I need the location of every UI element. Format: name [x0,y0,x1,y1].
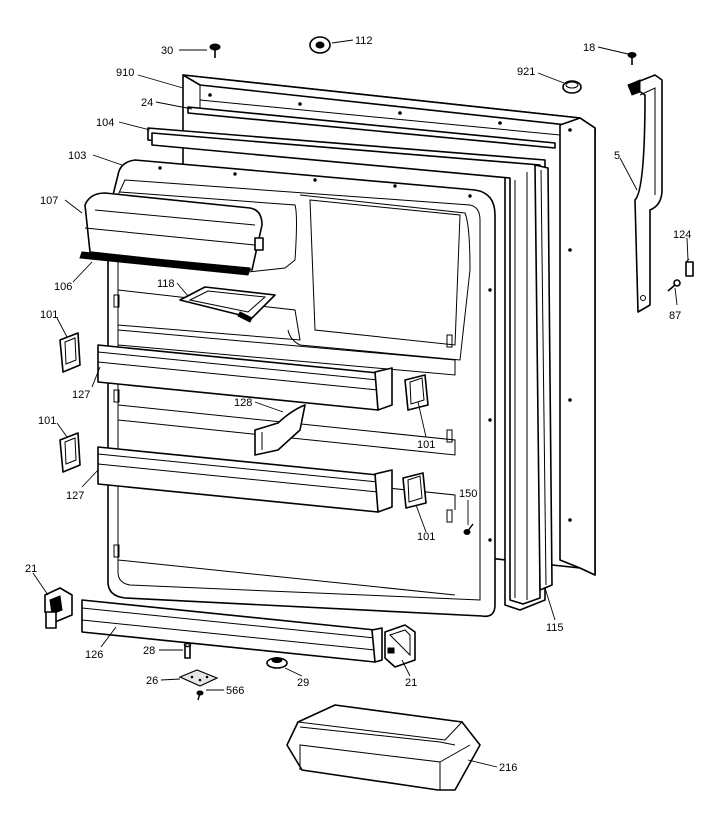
shelf-divider [254,404,306,456]
door-shelf-bar-lower [97,446,393,513]
foot-29 [266,657,288,669]
callout-127-lower: 127 [66,490,84,502]
callout-115: 115 [546,622,564,634]
callout-118: 118 [157,278,175,290]
screw-30 [209,43,221,58]
hinge-bushing-112 [309,36,331,54]
callout-24: 24 [141,97,153,109]
callout-124: 124 [673,229,691,241]
callout-128: 128 [234,397,252,409]
callout-26: 26 [146,675,158,687]
callout-21-right: 21 [405,677,417,689]
callout-labels: 30 112 18 910 921 24 104 103 5 107 124 1… [25,35,691,774]
callout-101-left-lower: 101 [38,415,56,427]
callout-29: 29 [297,677,309,689]
callout-216: 216 [499,762,517,774]
callout-126: 126 [85,649,103,661]
callout-104: 104 [96,117,114,129]
callout-101-left-upper: 101 [40,309,58,321]
door-bin-216 [286,704,481,791]
screw-150 [463,523,474,535]
callout-107: 107 [40,195,58,207]
door-trim-strip [187,106,556,149]
shelf-bracket-right-lower [402,472,427,509]
callout-910: 910 [116,67,134,79]
callout-127-upper: 127 [72,389,90,401]
screw-87 [667,279,681,292]
bracket-124 [685,258,694,277]
door-stop-arm [627,74,663,313]
callout-101-right-upper: 101 [417,439,435,451]
shelf-bracket-left-upper [59,332,81,373]
screw-566 [196,690,204,701]
bottom-rail-126 [81,599,383,663]
hinge-21-left [44,587,73,629]
callout-566: 566 [226,685,244,697]
callout-106: 106 [54,281,72,293]
callout-18: 18 [583,42,595,54]
dairy-door-frame [79,251,251,276]
callout-112: 112 [355,35,373,47]
shelf-bracket-left-lower [59,432,81,473]
callout-30: 30 [161,45,173,57]
callout-103: 103 [68,150,86,162]
hinge-21-right [384,624,416,668]
callout-28: 28 [143,645,155,657]
callout-21-left: 21 [25,563,37,575]
callout-5: 5 [614,150,620,162]
callout-101-right-lower: 101 [417,531,435,543]
pin-28 [183,642,192,659]
callout-150: 150 [459,488,477,500]
callout-87: 87 [669,310,681,322]
plate-26 [178,669,219,687]
leader-lines [32,39,689,768]
screw-18 [627,52,637,65]
side-trim-strip [534,164,553,591]
plug-921 [562,80,582,94]
dairy-compartment-door [84,192,264,271]
door-shelf-bar-upper [97,344,393,411]
shelf-bracket-right-upper [404,374,429,411]
callout-921: 921 [517,66,535,78]
egg-tray [179,286,276,323]
